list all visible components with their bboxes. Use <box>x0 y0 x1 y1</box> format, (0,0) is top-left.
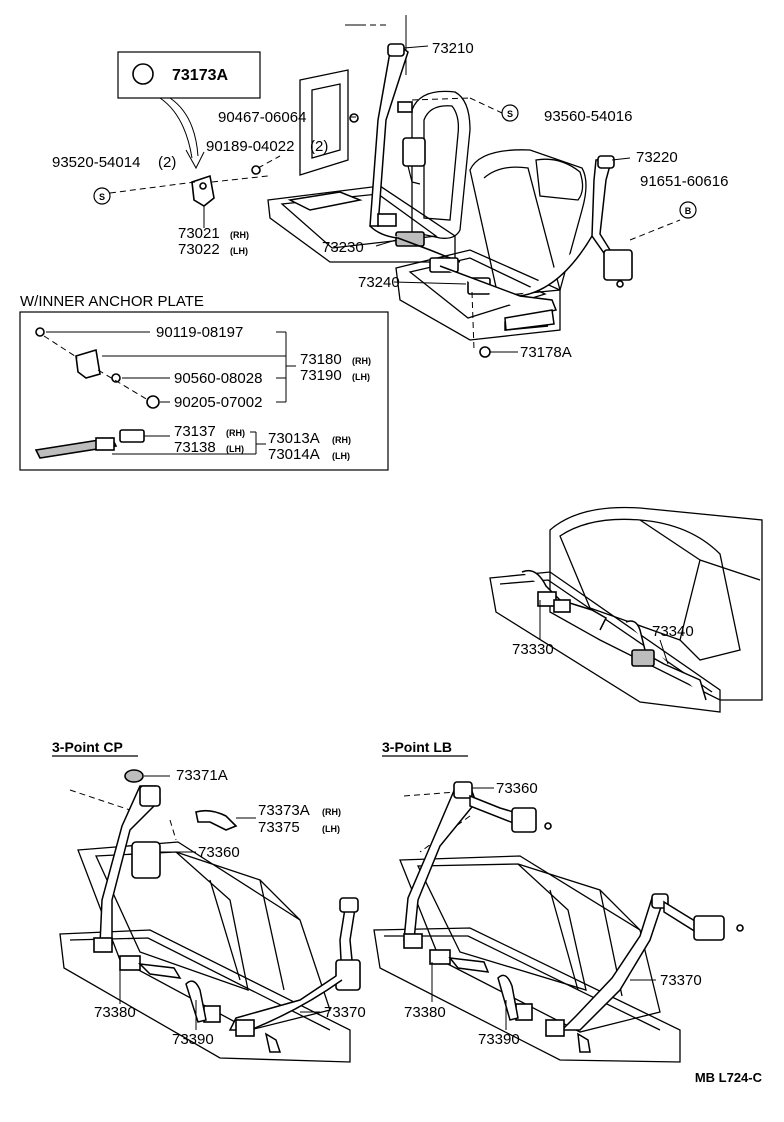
label-73360-lb: 73360 <box>496 780 538 797</box>
leader-lines-cp <box>119 775 320 1030</box>
label-73373A-side: (RH) <box>322 807 341 817</box>
label-73330: 73330 <box>512 641 554 658</box>
label-73371A: 73371A <box>176 767 228 784</box>
inner-anchor-parts <box>34 327 160 459</box>
label-73138-side: (LH) <box>226 444 244 454</box>
label-73013A: 73013A <box>268 430 320 447</box>
label-73180: 73180 <box>300 351 342 368</box>
cap-73173A-icon <box>132 63 154 85</box>
label-73190: 73190 <box>300 367 342 384</box>
label-73375: 73375 <box>258 819 300 836</box>
label-73240: 73240 <box>358 274 400 291</box>
leader-73340 <box>659 639 669 665</box>
part-73173A-box <box>117 51 261 99</box>
label-73375-side: (LH) <box>322 824 340 834</box>
label-73022: 73022 <box>178 241 220 258</box>
diagram-code: MB L724-C <box>695 1070 763 1085</box>
label-93560-54016: 93560-54016 <box>544 108 632 125</box>
label-90189-qty: (2) <box>310 138 328 155</box>
label-73210: 73210 <box>432 40 474 57</box>
label-73220: 73220 <box>636 149 678 166</box>
label-73390-cp: 73390 <box>172 1031 214 1048</box>
label-73380-cp: 73380 <box>94 1004 136 1021</box>
label-73180-side: (RH) <box>352 356 371 366</box>
label-73014A: 73014A <box>268 446 320 463</box>
label-90205-07002: 90205-07002 <box>174 394 262 411</box>
label-73360-cp: 73360 <box>198 844 240 861</box>
label-91651-60616: 91651-60616 <box>640 173 728 190</box>
label-73138: 73138 <box>174 439 216 456</box>
front-seat-assembly-illustration <box>267 15 587 341</box>
label-73137-side: (RH) <box>226 428 245 438</box>
label-93520-qty: (2) <box>158 154 176 171</box>
label-90560-08028: 90560-08028 <box>174 370 262 387</box>
label-73190-side: (LH) <box>352 372 370 382</box>
label-73370-cp: 73370 <box>324 1004 366 1021</box>
label-93520-54014: 93520-54014 <box>52 154 140 171</box>
leader-lines-lb <box>431 787 656 1030</box>
label-73013A-side: (RH) <box>332 435 351 445</box>
seat-belt-parts-top <box>191 43 633 358</box>
label-73021-side: (RH) <box>230 230 249 240</box>
label-73137: 73137 <box>174 423 216 440</box>
symbol-s-circle-icon <box>501 104 519 122</box>
symbol-b: B <box>685 206 692 216</box>
section-3-point-cp: 3-Point CP <box>52 739 123 755</box>
label-73173A: 73173A <box>172 67 228 84</box>
section-3-point-lb: 3-Point LB <box>382 739 452 755</box>
symbol-s: S <box>507 109 513 119</box>
label-73380-lb: 73380 <box>404 1004 446 1021</box>
label-73021: 73021 <box>178 225 220 242</box>
inner-anchor-plate-box <box>19 311 389 471</box>
rear-bench-illustration <box>489 506 763 713</box>
label-90467-06064: 90467-06064 <box>218 109 306 126</box>
label-73390-lb: 73390 <box>478 1031 520 1048</box>
leader-lines-top <box>109 45 681 353</box>
symbol-b-circle-icon <box>679 201 697 219</box>
label-90119-08197: 90119-08197 <box>156 324 243 341</box>
leader-lines-inner <box>46 331 296 455</box>
cp-belt-parts <box>93 769 361 1053</box>
label-73178A: 73178A <box>520 344 572 361</box>
symbol-s-circle-icon-2 <box>93 187 111 205</box>
label-73373A: 73373A <box>258 802 310 819</box>
label-73022-side: (LH) <box>230 246 248 256</box>
label-73014A-side: (LH) <box>332 451 350 461</box>
section-inner-anchor-plate: W/INNER ANCHOR PLATE <box>20 293 204 310</box>
symbol-s-2: S <box>99 192 105 202</box>
label-73340: 73340 <box>652 623 694 640</box>
label-90189-04022: 90189-04022 <box>206 138 294 155</box>
label-73230: 73230 <box>322 239 364 256</box>
lb-belt-parts <box>403 781 744 1053</box>
label-73370-lb: 73370 <box>660 972 702 989</box>
